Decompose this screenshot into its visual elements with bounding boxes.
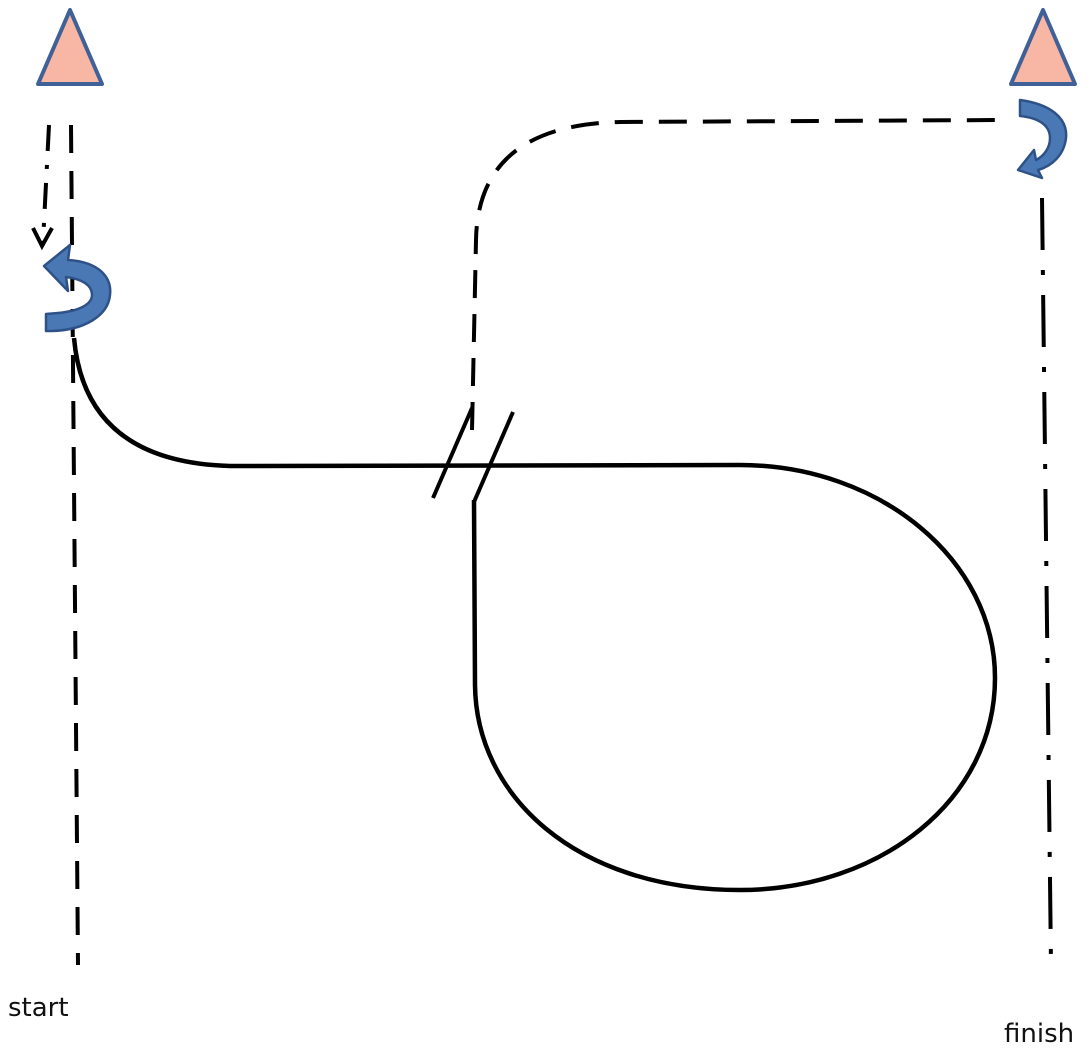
dashed-route-path (470, 118, 1006, 431)
start-arrowhead (31, 227, 54, 251)
solid-route-path (71, 337, 998, 893)
crossing-slash-right (472, 411, 515, 503)
curved-turn-arrow-icon (42, 243, 112, 333)
start-dash-dot-line (41, 124, 51, 243)
start-lane-dashed-line (69, 124, 80, 966)
start-label: start (8, 993, 69, 1023)
crossing-slash-left (431, 407, 474, 499)
triangle-marker-icon (36, 8, 104, 86)
finish-lane-dash-dot-line (1040, 197, 1053, 966)
finish-label: finish (1004, 1019, 1075, 1049)
triangle-marker-icon (1009, 8, 1077, 86)
curved-turn-arrow-icon (1016, 98, 1068, 180)
